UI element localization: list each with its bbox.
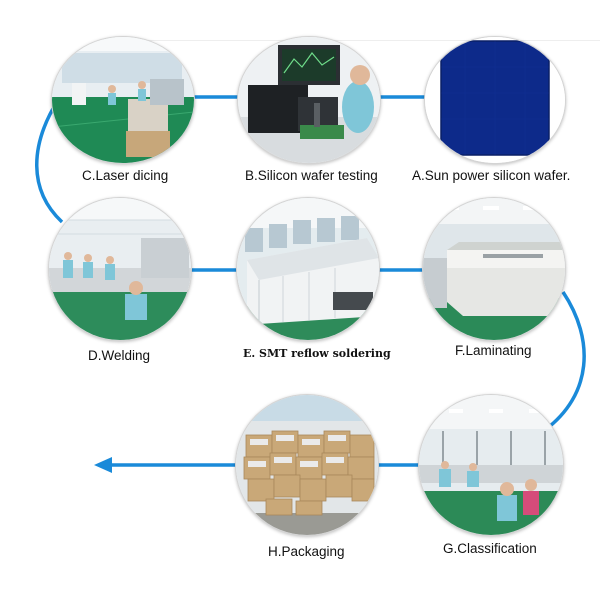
step-h-photo [235,394,379,536]
laminator-icon [423,198,565,340]
connector-f-g [543,291,586,432]
reflow-oven-icon [237,198,379,340]
top-divider [110,40,600,41]
connector-c-d [35,99,64,224]
step-a-photo [424,36,566,164]
laser-dicing-room-icon [52,37,194,163]
step-e-photo [236,197,380,341]
packaging-boxes-icon [236,395,378,535]
step-b-photo [237,36,381,164]
step-g-photo [418,394,564,536]
step-a-label: A.Sun power silicon wafer. [412,168,571,183]
step-e-label: E. SMT reflow soldering [243,347,391,360]
step-g-label: G.Classification [443,541,537,556]
step-f-label: F.Laminating [455,343,532,358]
classification-line-icon [419,395,563,535]
wafer-tester-icon [238,37,380,163]
arrow-left-icon [94,457,112,473]
silicon-wafer-icon [425,37,565,163]
step-c-label: C.Laser dicing [82,168,169,183]
step-b-label: B.Silicon wafer testing [245,168,378,183]
welding-line-icon [49,198,191,340]
step-c-photo [51,36,195,164]
step-d-photo [48,197,192,341]
step-h-label: H.Packaging [268,544,345,559]
step-f-photo [422,197,566,341]
step-d-label: D.Welding [88,348,151,363]
